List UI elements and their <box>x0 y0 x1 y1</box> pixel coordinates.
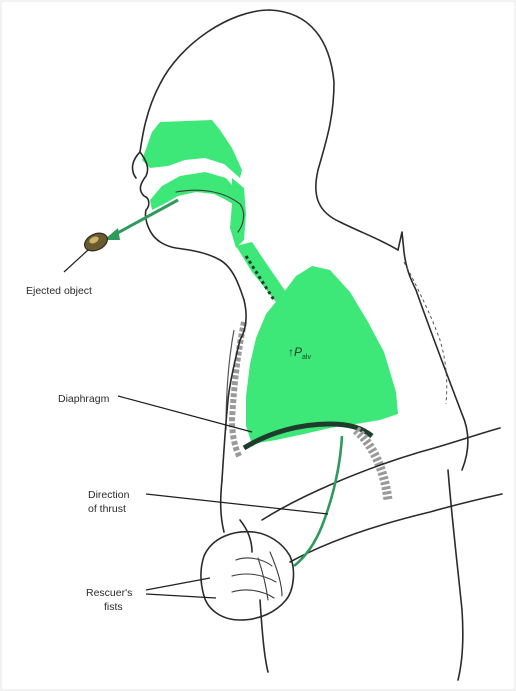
label-ejected-object: Ejected object <box>26 285 92 297</box>
pressure-subscript: alv <box>302 354 311 361</box>
label-fists-line1: Rescuer's <box>86 587 132 599</box>
pressure-symbol: P <box>294 345 302 359</box>
label-fists-line2: fists <box>104 601 123 613</box>
label-direction-line2: of thrust <box>88 503 126 515</box>
label-diaphragm: Diaphragm <box>58 393 110 405</box>
label-direction-line1: Direction <box>88 489 130 501</box>
